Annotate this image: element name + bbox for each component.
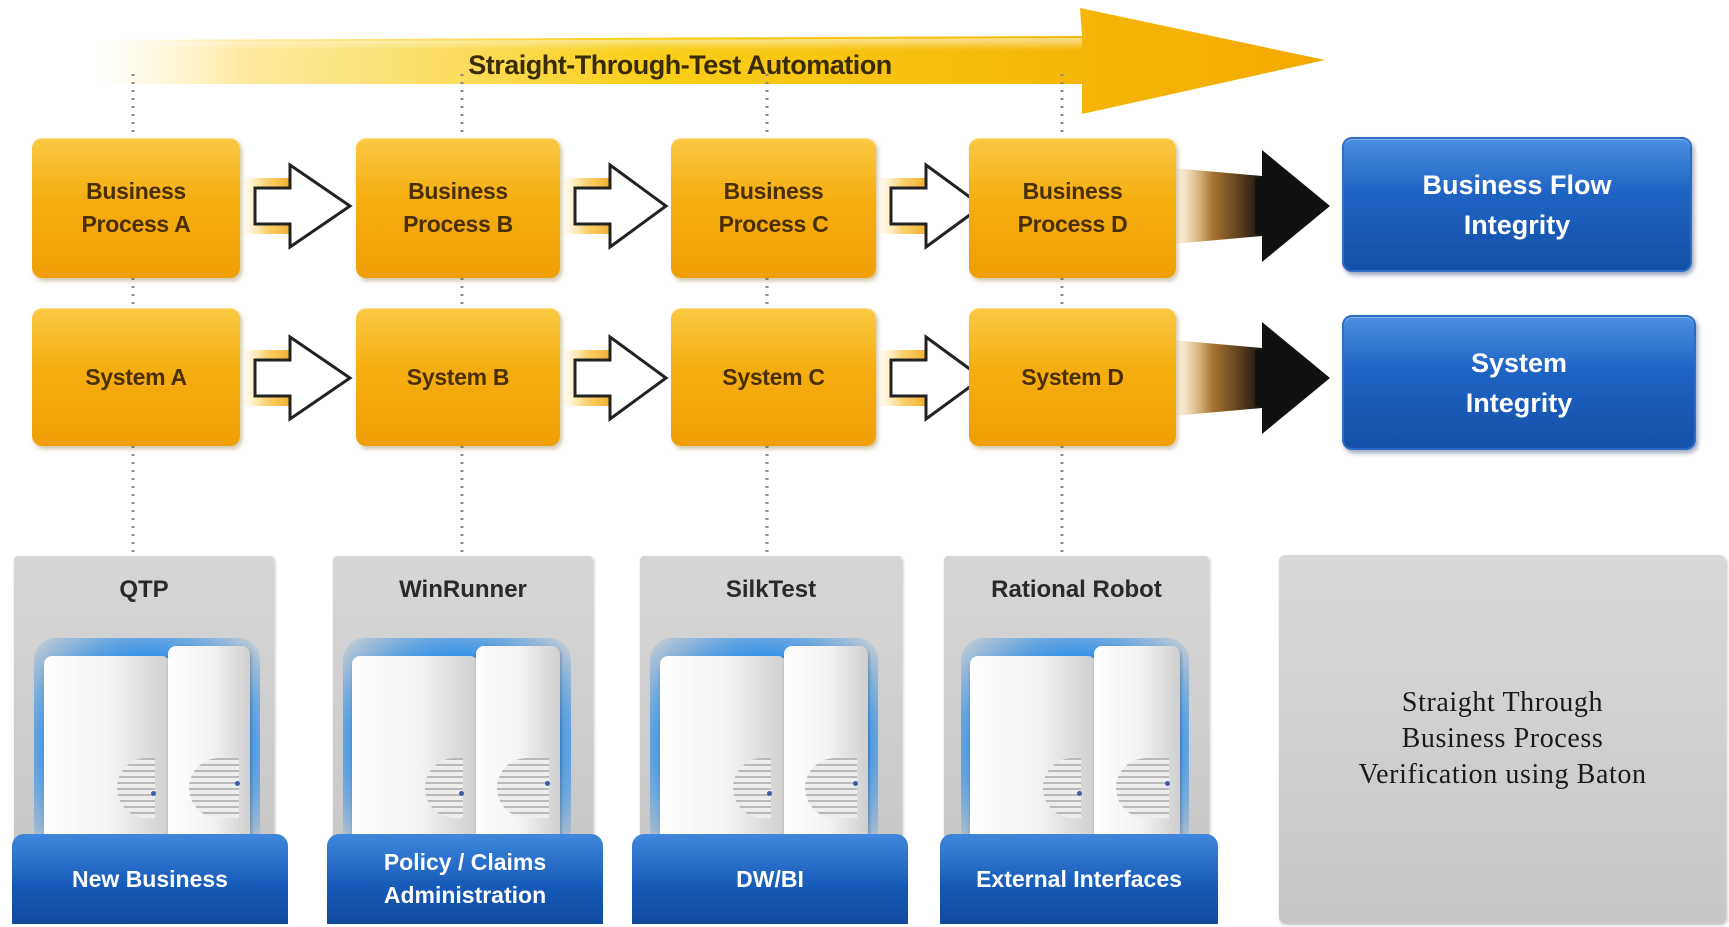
tool-name-rational-robot: Rational Robot [991, 576, 1162, 603]
server-tower-icon [660, 656, 786, 846]
server-tower-icon [44, 656, 170, 846]
server-tower-icon [784, 646, 868, 846]
hollow-right-arrow-icon [889, 334, 985, 422]
black-right-arrow-icon [1255, 150, 1330, 262]
server-tower-icon [970, 656, 1096, 846]
tool-name-silktest: SilkTest [725, 576, 817, 603]
system-d: System D [969, 308, 1176, 446]
system-c: System C [671, 308, 876, 446]
banner-arrow [90, 8, 1325, 114]
tool-name-qtp: QTP [119, 576, 169, 603]
flow-arrows-row2 [240, 334, 985, 422]
hollow-right-arrow-icon [573, 334, 669, 422]
hollow-right-arrow-icon [253, 334, 353, 422]
flow-arrows-row1 [240, 162, 985, 250]
server-tower-icon [168, 646, 250, 846]
business-process-a: Business Process A [32, 138, 240, 278]
tool-name-winrunner: WinRunner [399, 576, 527, 603]
business-process-c: Business Process C [671, 138, 876, 278]
business-process-d: Business Process D [969, 138, 1176, 278]
system-b: System B [356, 308, 560, 446]
hollow-right-arrow-icon [253, 162, 353, 250]
hollow-right-arrow-icon [573, 162, 669, 250]
system-a: System A [32, 308, 240, 446]
banner-title: Straight-Through-Test Automation [468, 49, 892, 80]
system-bar-new-business: New Business [12, 834, 288, 924]
outcome-arrows [1172, 150, 1330, 434]
system-bar-dw-bi: DW/BI [632, 834, 908, 924]
black-right-arrow-icon [1255, 322, 1330, 434]
hollow-right-arrow-icon [889, 162, 985, 250]
server-tower-icon [1094, 646, 1180, 846]
server-tower-icon [476, 646, 560, 846]
baton-verification-note: Straight Through Business Process Verifi… [1279, 555, 1726, 923]
business-process-b: Business Process B [356, 138, 560, 278]
business-flow-integrity-box: Business Flow Integrity [1342, 137, 1692, 272]
server-tower-icon [352, 656, 478, 846]
system-integrity-box: System Integrity [1342, 315, 1696, 450]
system-bar-policy-claims: Policy / Claims Administration [327, 834, 603, 924]
system-bar-external-interfaces: External Interfaces [940, 834, 1218, 924]
